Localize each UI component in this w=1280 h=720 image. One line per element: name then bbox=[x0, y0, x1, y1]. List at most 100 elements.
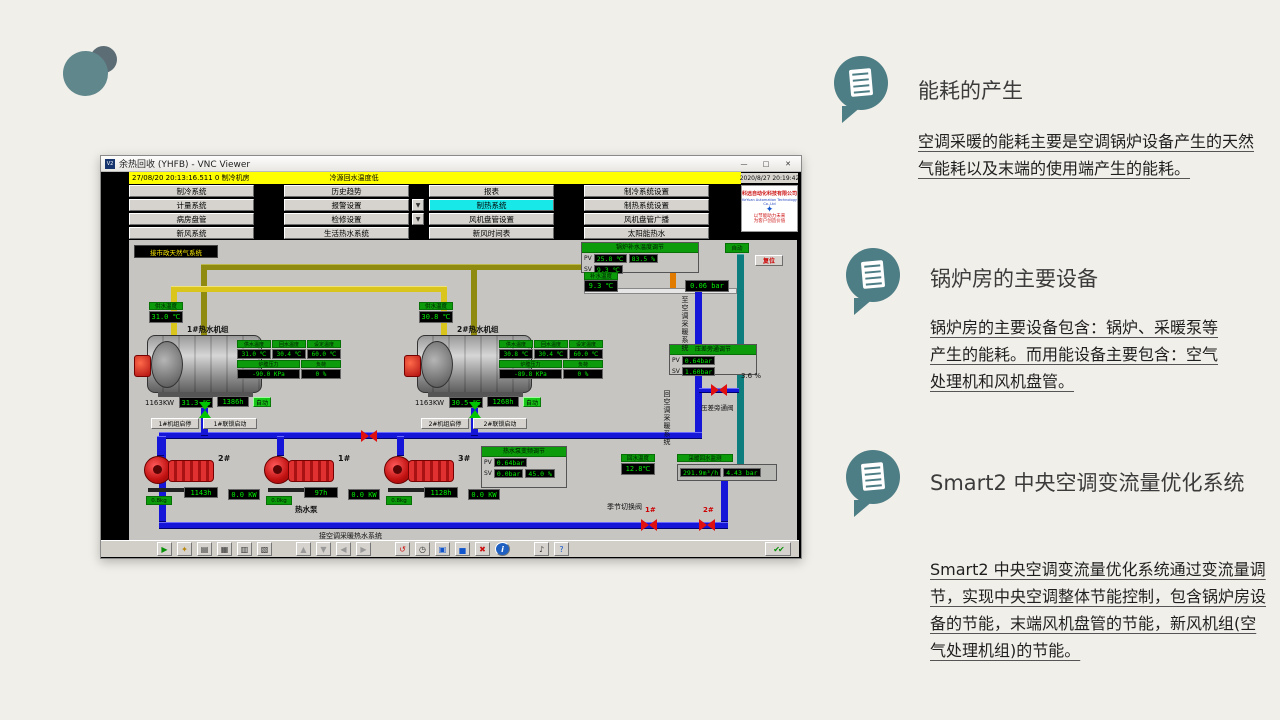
nav-up-icon[interactable]: ▲ bbox=[296, 542, 311, 556]
menu-maintenance-settings[interactable]: 检修设置 bbox=[284, 213, 409, 225]
menu-heating-settings[interactable]: 制热系统设置 bbox=[584, 199, 709, 211]
menu-reports[interactable]: 报表 bbox=[429, 185, 554, 197]
boiler2-name: 2#热水机组 bbox=[457, 325, 499, 334]
calculator-icon[interactable]: ▦ bbox=[217, 542, 232, 556]
sound-icon[interactable]: ♪ bbox=[534, 542, 549, 556]
unit2-t1: 30.8 ℃ bbox=[499, 349, 533, 359]
monitor-icon[interactable]: ▥ bbox=[237, 542, 252, 556]
help-icon[interactable]: ? bbox=[554, 542, 569, 556]
pump-base bbox=[148, 488, 212, 492]
menu-freshair-schedule[interactable]: 新风时间表 bbox=[429, 227, 554, 239]
boiler-door bbox=[421, 341, 453, 388]
maximize-button[interactable]: □ bbox=[762, 159, 770, 168]
unit2-start-button[interactable]: 2#机组启停 bbox=[421, 418, 469, 429]
sv-value: 1.60bar bbox=[681, 367, 716, 376]
return-riser-label: 回空调采暖系统 bbox=[663, 390, 671, 446]
flow-value: 291.9m³/h bbox=[680, 468, 722, 477]
clock-icon[interactable]: ◷ bbox=[415, 542, 430, 556]
panel-title: 压差旁通调节 bbox=[670, 345, 756, 355]
menu-mini-button-1[interactable]: ▼ bbox=[412, 199, 424, 211]
menu-solar-hotwater[interactable]: 太阳能热水 bbox=[584, 227, 709, 239]
report-icon[interactable]: ▧ bbox=[257, 542, 272, 556]
unit1-interlock-button[interactable]: 1#联锁启动 bbox=[203, 418, 257, 429]
unit1-t1: 31.0 ℃ bbox=[237, 349, 271, 359]
menu-alarm-settings[interactable]: 报警设置 bbox=[284, 199, 409, 211]
header-valve[interactable] bbox=[361, 430, 377, 442]
key-icon[interactable]: ✦ bbox=[177, 542, 192, 556]
info-icon[interactable]: i bbox=[495, 542, 510, 556]
unit2-out-temp: 30.5 ℃ bbox=[449, 397, 483, 408]
unit1-auto-button[interactable]: 自动 bbox=[253, 397, 271, 407]
supply-temp-value: 30.8 ℃ bbox=[419, 311, 453, 323]
sv-label: SV bbox=[672, 368, 680, 375]
return-valve-1[interactable] bbox=[641, 519, 657, 531]
menu-fancoil-broadcast[interactable]: 风机盘管广播 bbox=[584, 213, 709, 225]
pump-hub bbox=[273, 465, 282, 474]
close-button[interactable]: ✕ bbox=[785, 159, 791, 168]
menu-heating-system[interactable]: 制热系统 bbox=[429, 199, 554, 211]
menu-ward-fancoil[interactable]: 病房盘管 bbox=[129, 213, 254, 225]
save-icon[interactable]: ▣ bbox=[435, 542, 450, 556]
reset-button[interactable]: 复位 bbox=[755, 255, 783, 266]
undo-icon[interactable]: ↺ bbox=[395, 542, 410, 556]
pump-motor bbox=[168, 460, 214, 482]
bypass-panel: 压差旁通调节 PV 0.64bar SV 1.60bar bbox=[669, 344, 757, 376]
burner-icon bbox=[404, 355, 421, 377]
boiler2-valve[interactable] bbox=[469, 402, 481, 418]
company-name-en: KeYuan Automation Technology Co.,Ltd bbox=[742, 198, 797, 207]
pv-value: 0.64bar bbox=[681, 356, 716, 365]
menu-cooling-settings[interactable]: 制冷系统设置 bbox=[584, 185, 709, 197]
nav-right-icon[interactable]: ▶ bbox=[356, 542, 371, 556]
unit2-interlock-button[interactable]: 2#联锁启动 bbox=[473, 418, 527, 429]
pump2-kw: 0.0 KW bbox=[228, 489, 260, 500]
pump-vfd-panel: 热水泵变频调节 PV 0.64bar SV 0.0bar 45.0 % bbox=[481, 446, 567, 488]
menu-mini-button-2[interactable]: ▼ bbox=[412, 213, 424, 225]
unit1-press: -90.0 KPa bbox=[237, 369, 300, 379]
menu-metering-system[interactable]: 计量系统 bbox=[129, 199, 254, 211]
printer-icon[interactable]: ▤ bbox=[197, 542, 212, 556]
flow-meter-box: 291.9m³/h 4.43 bar bbox=[677, 464, 777, 481]
output-value: 45.0 % bbox=[525, 469, 555, 478]
delete-icon[interactable]: ✖ bbox=[475, 542, 490, 556]
menu-domestic-hotwater[interactable]: 生活热水系统 bbox=[284, 227, 409, 239]
menu-cooling-system[interactable]: 制冷系统 bbox=[129, 185, 254, 197]
header-supply: 供水温度 bbox=[237, 340, 271, 348]
menu-history-trend[interactable]: 历史趋势 bbox=[284, 185, 409, 197]
menu-fresh-air-system[interactable]: 新风系统 bbox=[129, 227, 254, 239]
unit1-start-button[interactable]: 1#机组启停 bbox=[151, 418, 199, 429]
window-title: 余热回收 (YHFB) - VNC Viewer bbox=[119, 160, 251, 170]
menu-fancoil-settings[interactable]: 风机盘管设置 bbox=[429, 213, 554, 225]
window-titlebar[interactable]: V2 余热回收 (YHFB) - VNC Viewer — □ ✕ bbox=[101, 156, 801, 172]
section3-pin-icon bbox=[846, 450, 900, 517]
header-load: 负荷 bbox=[562, 360, 603, 368]
nav-down-icon[interactable]: ▼ bbox=[316, 542, 331, 556]
datetime-display: 2020/8/27 20:19:42 bbox=[739, 173, 800, 183]
return-valve-2[interactable] bbox=[699, 519, 715, 531]
supply-header-pipe bbox=[159, 432, 702, 439]
pv-label: PV bbox=[672, 357, 680, 364]
supply-temp-value: 31.0 ℃ bbox=[149, 311, 183, 323]
unit2-auto-button[interactable]: 自动 bbox=[523, 397, 541, 407]
logo-slogan-1: 以节能助力未来 bbox=[753, 214, 786, 220]
nav-left-icon[interactable]: ◀ bbox=[336, 542, 351, 556]
pressure-value: 4.43 bar bbox=[723, 468, 761, 477]
supply-temp-label: 供水温度 bbox=[149, 302, 183, 310]
header-load: 负荷 bbox=[300, 360, 341, 368]
unit2-load: 0 % bbox=[562, 369, 603, 379]
pump-1 bbox=[264, 450, 336, 492]
pump1-label: 1# bbox=[338, 454, 351, 463]
gas-pipe bbox=[201, 264, 639, 270]
confirm-checks-icon[interactable]: ✔✔ bbox=[765, 542, 791, 556]
supply-riser-label: 至空调采暖系统 bbox=[681, 296, 689, 352]
return-temp-label: 回水温度 bbox=[621, 454, 655, 462]
minimize-button[interactable]: — bbox=[740, 159, 748, 168]
logo-slogan-2: 为客户创造价值 bbox=[753, 219, 786, 225]
makeup-temp-label: 补水温度 bbox=[584, 272, 618, 280]
unit2-t3: 60.0 ℃ bbox=[569, 349, 603, 359]
boiler1-valve[interactable] bbox=[199, 402, 211, 418]
chart-icon[interactable]: ▅ bbox=[455, 542, 470, 556]
run-icon[interactable]: ▶ bbox=[157, 542, 172, 556]
makeup-auto-indicator[interactable]: 自动 bbox=[725, 243, 749, 253]
vnc-window: V2 余热回收 (YHFB) - VNC Viewer — □ ✕ 27/08/… bbox=[100, 155, 802, 559]
bypass-valve[interactable] bbox=[711, 384, 727, 396]
